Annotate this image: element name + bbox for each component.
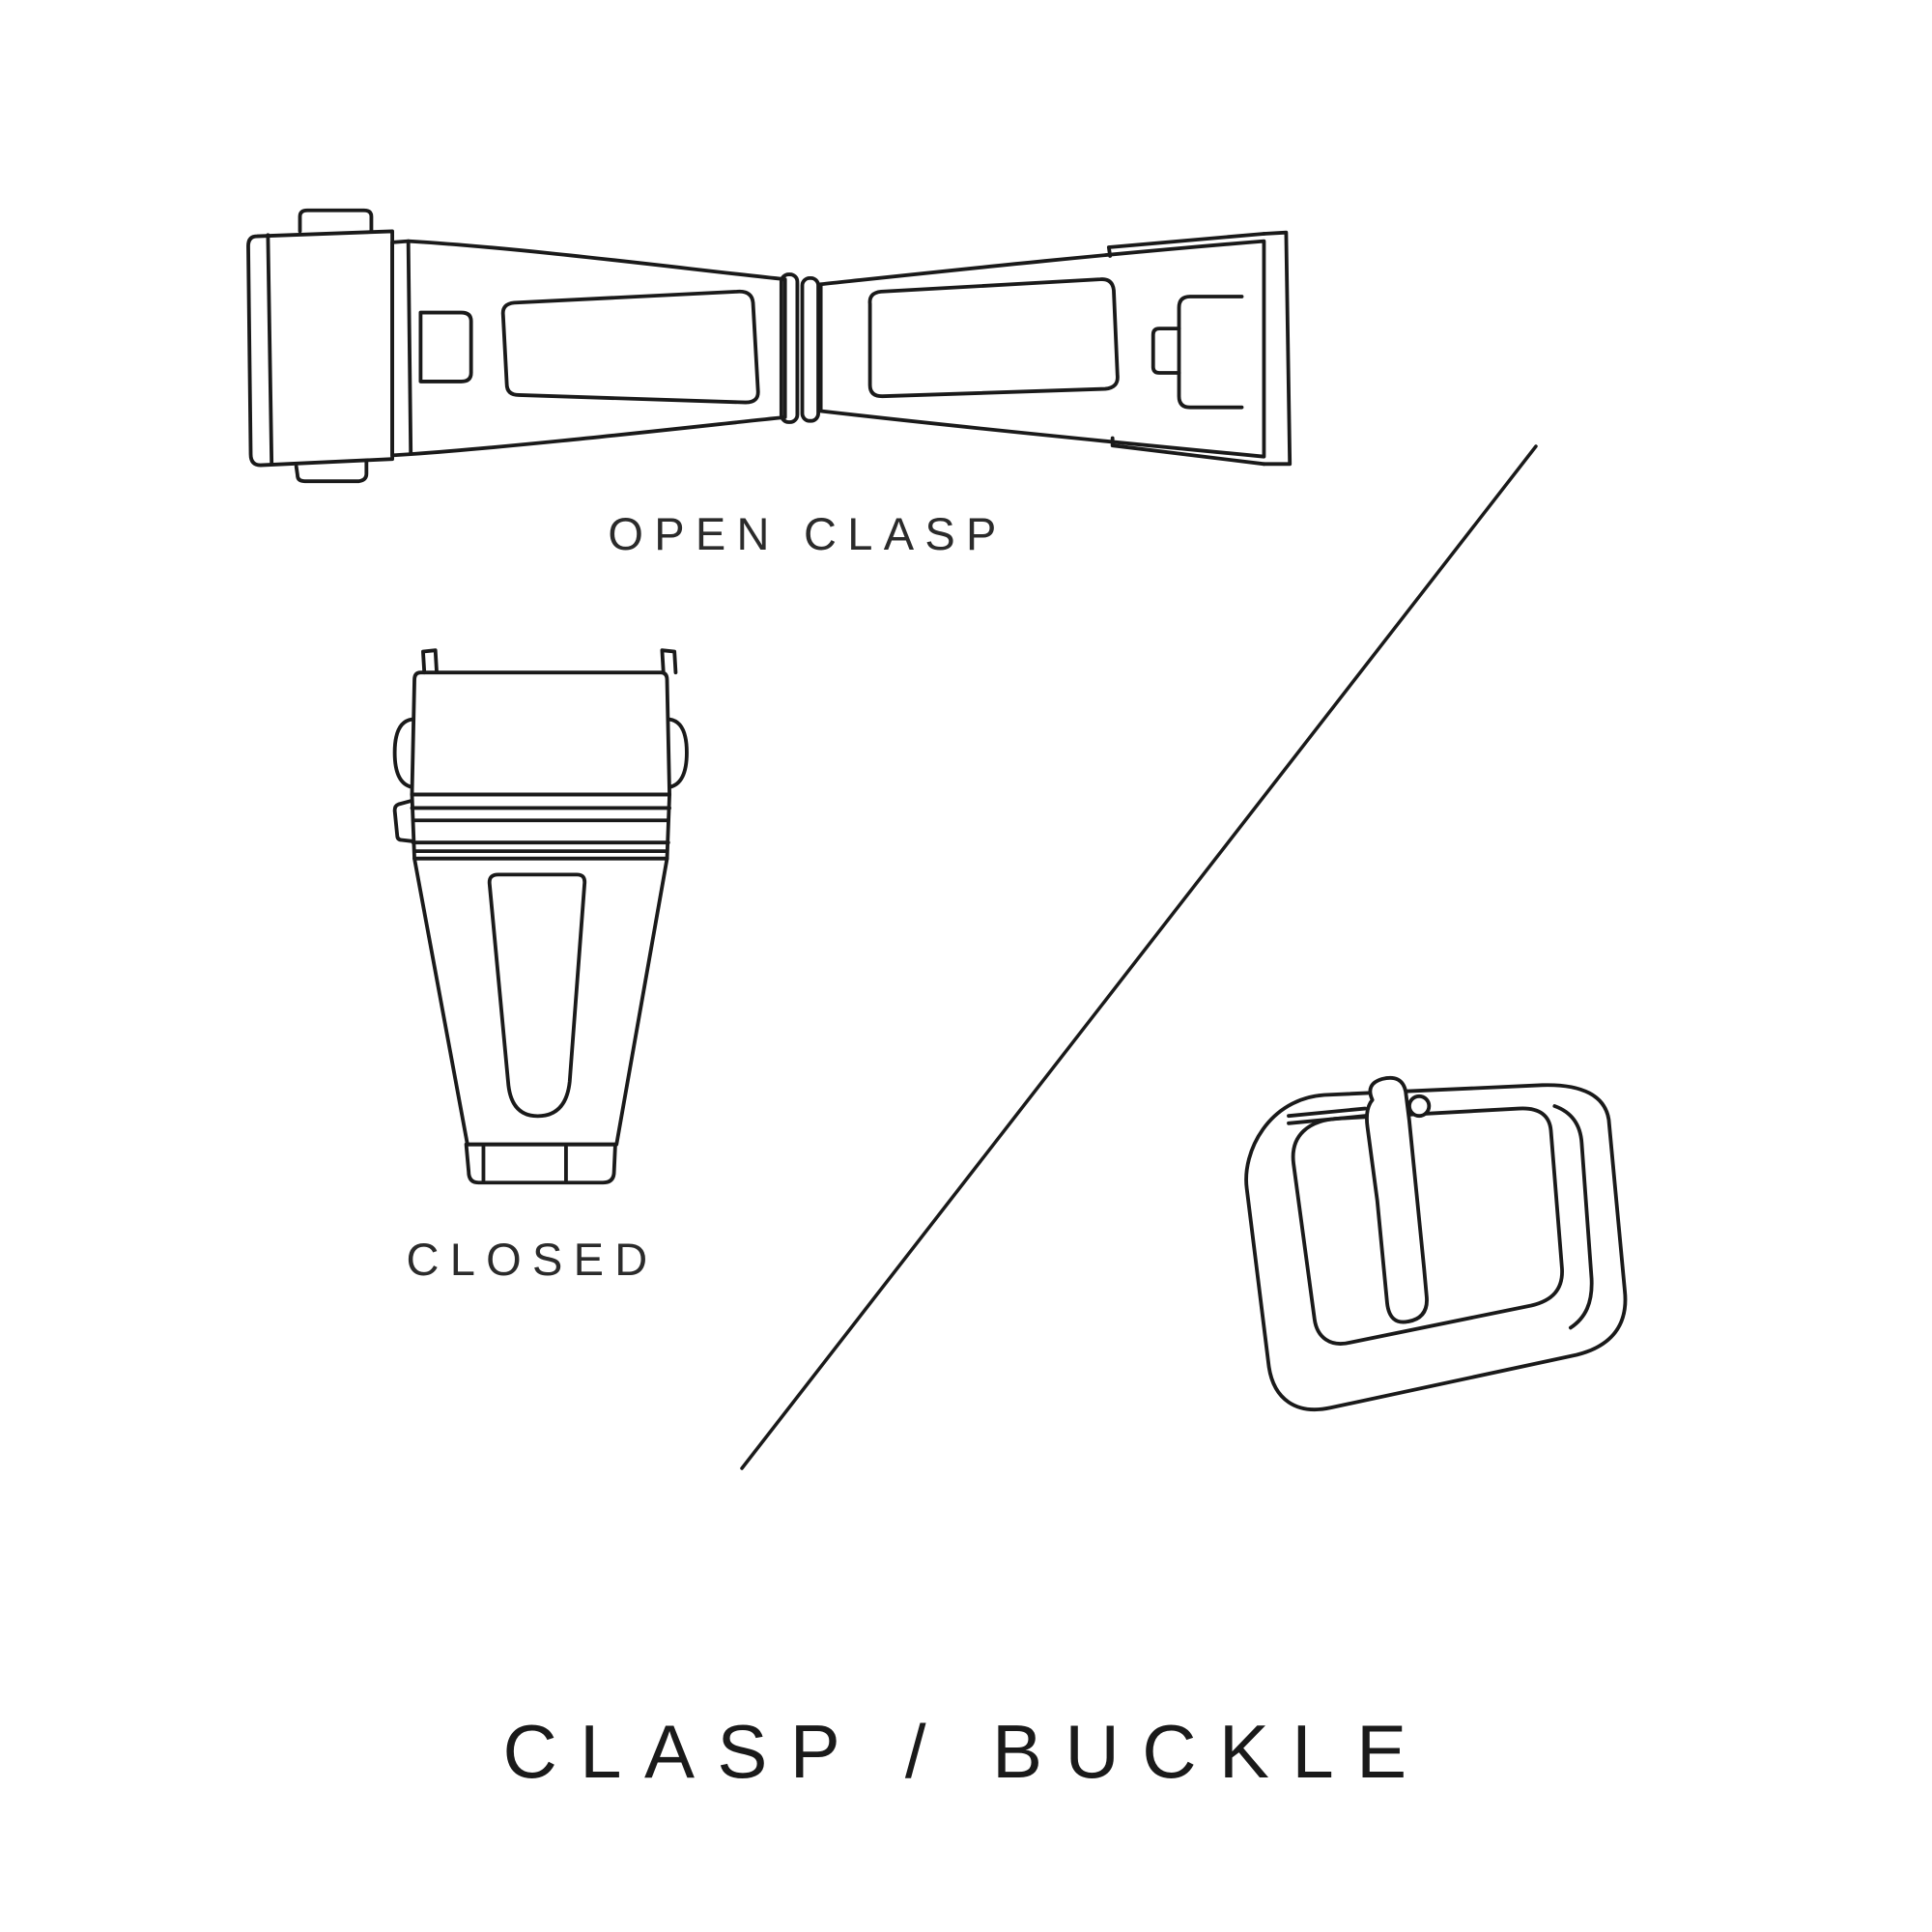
open-clasp-left-end (246, 208, 395, 484)
open-clasp-label: OPEN CLASP (608, 508, 1008, 559)
open-clasp-illustration (246, 208, 1293, 484)
closed-clasp-illustration (392, 648, 689, 1185)
open-clasp-right-arm (818, 230, 1293, 467)
open-clasp-left-arm (390, 239, 787, 458)
closed-clasp-band (392, 792, 671, 861)
buckle-tang (1365, 1075, 1432, 1324)
closed-clasp-prongs (421, 648, 678, 675)
buckle-frame (1244, 1083, 1628, 1411)
open-clasp-hinge (779, 272, 820, 424)
buckle-axle (1287, 1106, 1367, 1125)
buckle-illustration (1244, 1075, 1628, 1411)
closed-clasp-body (412, 856, 669, 1147)
closed-clasp-top-plate (392, 670, 689, 797)
closed-clasp-bottom-cap (464, 1142, 617, 1185)
page-title: CLASP / BUCKLE (502, 1709, 1430, 1794)
closed-clasp-label: CLOSED (406, 1234, 659, 1285)
